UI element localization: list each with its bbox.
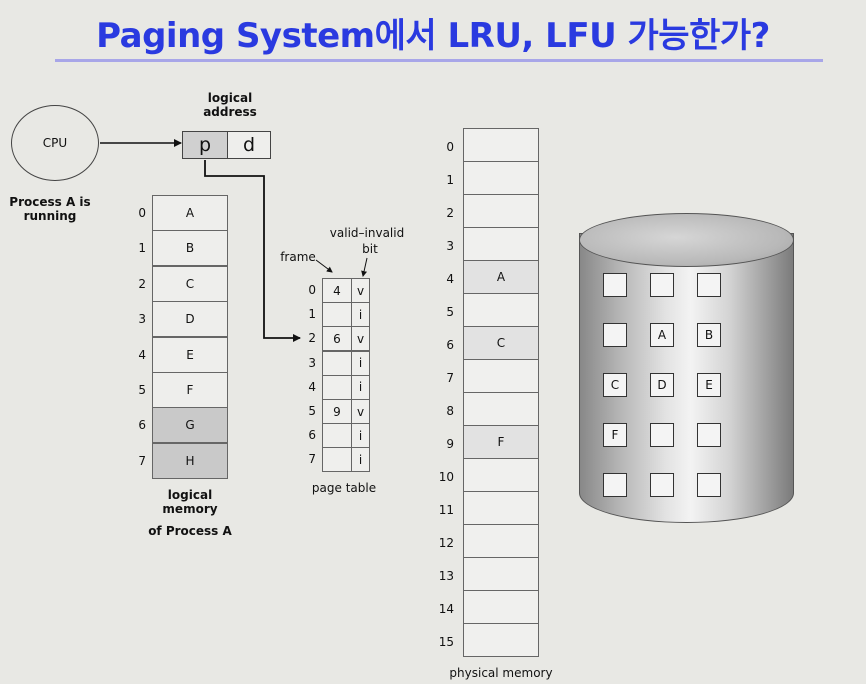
physical-frame-index: 15 (438, 635, 454, 649)
logical-page-index: 1 (138, 241, 146, 256)
physical-frame-index: 10 (438, 470, 454, 484)
cpu-node: CPU (11, 105, 99, 181)
disk-block: D (650, 373, 674, 397)
offset-field: d (227, 131, 271, 159)
page-table-index: 3 (308, 355, 316, 370)
physical-frame: F (463, 425, 539, 459)
physical-frame-index: 12 (438, 536, 454, 550)
physical-frame-index: 5 (446, 305, 454, 319)
page-table-index: 6 (308, 428, 316, 443)
disk-block (650, 473, 674, 497)
disk-block (697, 423, 721, 447)
page-table-index: 0 (308, 283, 316, 297)
disk-block: E (697, 373, 721, 397)
physical-frame (463, 590, 539, 624)
logical-page-index: 7 (138, 453, 146, 468)
cpu-label: CPU (42, 136, 68, 150)
cpu-status: Process A is running (9, 195, 91, 223)
logical-page: A (152, 195, 228, 231)
disk-block (603, 323, 627, 347)
title-underline (55, 59, 823, 62)
physical-frame-index: 8 (446, 404, 454, 418)
disk-block: F (603, 423, 627, 447)
physical-memory-caption: physical memory (449, 666, 553, 680)
disk-block (603, 473, 627, 497)
disk-block: A (650, 323, 674, 347)
page-table-index: 1 (308, 307, 316, 322)
logical-page-index: 6 (138, 418, 146, 433)
logical-address-label: logical address (203, 91, 257, 119)
disk-block (650, 423, 674, 447)
logical-memory-caption: logical memory (162, 488, 218, 516)
logical-page: H (152, 442, 228, 479)
page-table-valid-bit: v (351, 326, 370, 352)
physical-frame-index: 0 (446, 140, 454, 154)
physical-frame-index: 9 (446, 437, 454, 451)
bit-pointer (361, 257, 368, 277)
physical-frame-index: 11 (438, 503, 454, 517)
physical-frame (463, 194, 539, 228)
physical-frame-index: 1 (446, 173, 454, 187)
valid-invalid-label: valid–invalid (329, 226, 405, 240)
disk-block: C (603, 373, 627, 397)
page-table-valid-bit: i (351, 423, 370, 449)
page-table-index: 2 (308, 331, 316, 346)
physical-frame-index: 6 (446, 338, 454, 352)
page-table-valid-bit: v (351, 278, 370, 303)
physical-frame (463, 293, 539, 327)
physical-frame-index: 4 (446, 272, 454, 286)
logical-page-index: 2 (138, 276, 146, 291)
disk-block (650, 273, 674, 297)
physical-frame-index: 3 (446, 239, 454, 253)
page-table-frame (322, 447, 352, 473)
logical-page: G (152, 407, 228, 444)
page-table-caption: page table (311, 481, 377, 495)
disk-block: B (697, 323, 721, 347)
page-table-valid-bit: i (351, 447, 370, 473)
physical-frame-index: 14 (438, 602, 454, 616)
logical-page: F (152, 372, 228, 408)
disk-block (603, 273, 627, 297)
page-table-valid-bit: i (351, 350, 370, 376)
physical-frame (463, 491, 539, 525)
logical-page: B (152, 230, 228, 267)
page-table-frame (322, 350, 352, 376)
physical-frame-index: 13 (438, 569, 454, 583)
logical-page-index: 5 (138, 383, 146, 397)
logical-page: D (152, 301, 228, 338)
logical-page-index: 4 (138, 347, 146, 362)
logical-page-index: 0 (138, 206, 146, 220)
logical-page-index: 3 (138, 312, 146, 327)
disk-block (697, 473, 721, 497)
backing-store-top (579, 213, 794, 267)
physical-frame (463, 623, 539, 657)
physical-frame (463, 359, 539, 393)
page-title: Paging System에서 LRU, LFU 가능한가? (96, 16, 770, 56)
page-table-index: 7 (308, 452, 316, 467)
page-table-index: 5 (308, 404, 316, 418)
frame-pointer (315, 259, 333, 273)
page-number-to-table-arrow (204, 160, 301, 342)
physical-frame-index: 2 (446, 206, 454, 220)
disk-block (697, 273, 721, 297)
logical-page: E (152, 336, 228, 373)
physical-frame (463, 557, 539, 591)
frame-label: frame (280, 250, 316, 264)
page-table-index: 4 (308, 379, 316, 394)
physical-frame-index: 7 (446, 371, 454, 385)
logical-memory-caption-process: of Process A (148, 524, 232, 538)
physical-frame (463, 458, 539, 492)
bit-label: bit (362, 242, 378, 256)
